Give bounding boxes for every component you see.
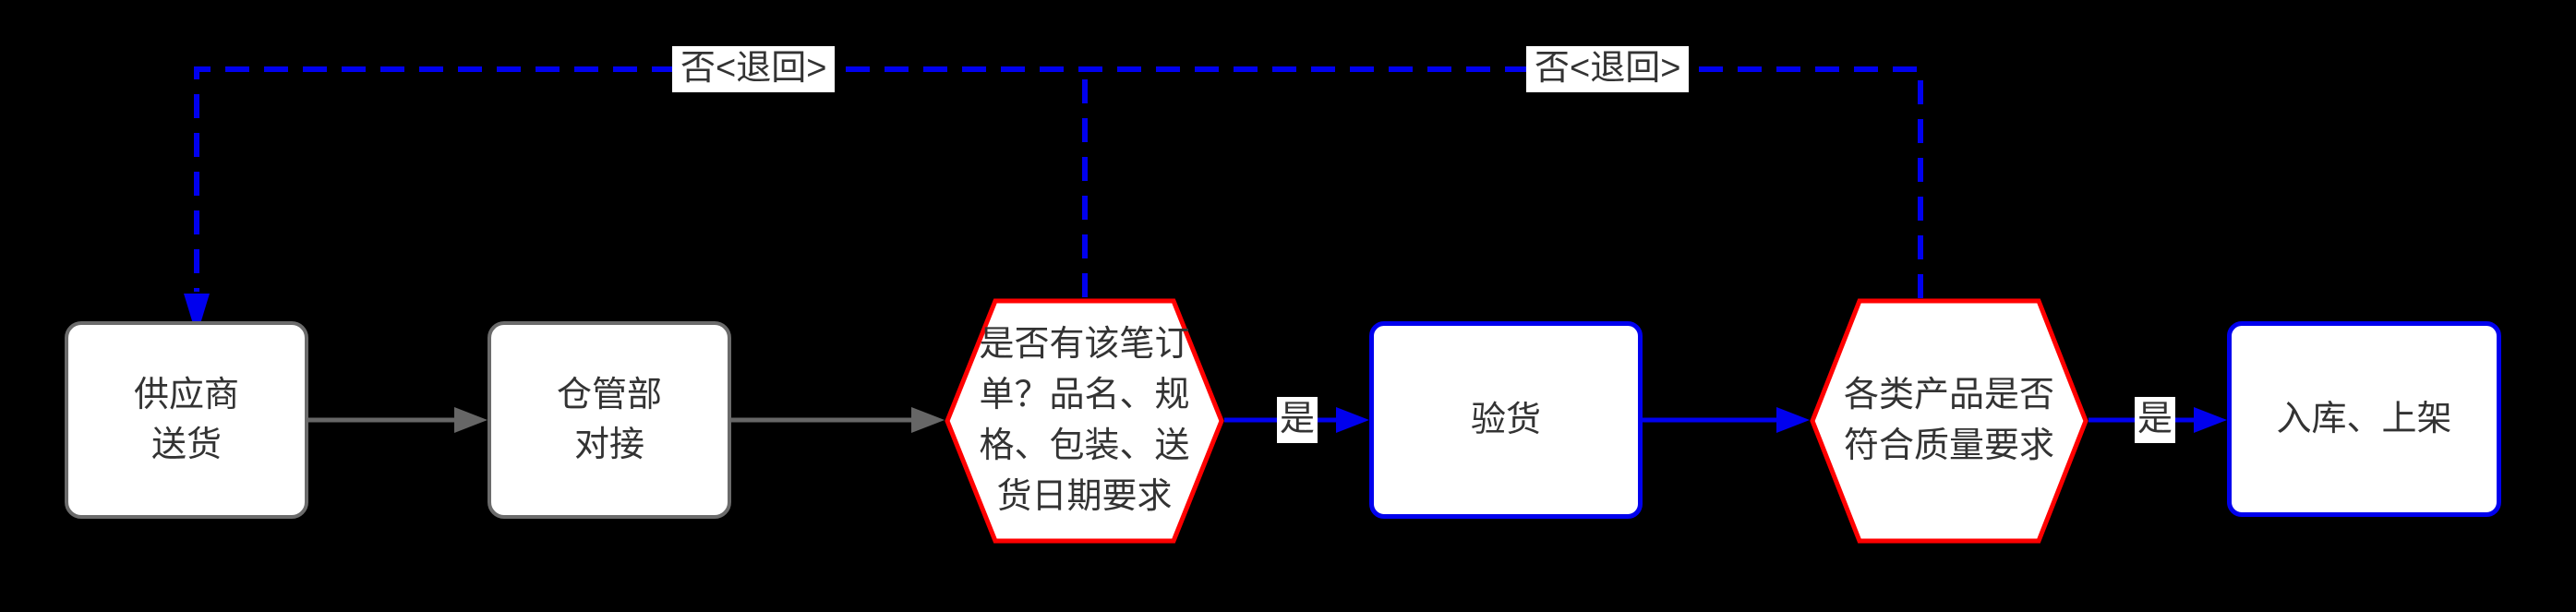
- node-label-line: 单？品名、规: [979, 376, 1190, 414]
- node-label-line: 各类产品是否: [1843, 376, 2054, 414]
- node-label-line: 仓管部: [556, 376, 662, 414]
- arrowhead-quality-check-to-shelve: [2194, 407, 2227, 433]
- hexagon-outline: [945, 298, 1224, 544]
- node-label-line: 供应商: [133, 376, 239, 414]
- edge-label-yes-2: 是: [2135, 397, 2176, 443]
- node-label: 各类产品是否 符合质量要求: [1810, 298, 2088, 544]
- arrowhead-return-to-supplier: [184, 294, 210, 336]
- arrowhead-supplier-to-warehouse: [454, 407, 488, 433]
- hexagon-shape: [945, 298, 1224, 544]
- hexagon-outline: [1810, 298, 2088, 544]
- node-label: 是否有该笔订 单？品名、规 格、包装、送 货日期要求: [945, 298, 1224, 544]
- node-order-check-decision: 是否有该笔订 单？品名、规 格、包装、送 货日期要求: [945, 298, 1224, 544]
- arrowhead-warehouse-to-order-check: [911, 407, 945, 433]
- node-label-line: 是否有该笔订: [979, 325, 1190, 364]
- node-label-line: 送货: [150, 426, 222, 464]
- edge-label-no-return-1: 否<退回>: [672, 46, 836, 92]
- node-stock-and-shelve: 入库、上架: [2227, 321, 2501, 517]
- node-warehouse-dock: 仓管部 对接: [488, 321, 731, 519]
- edge-no-return-path: [194, 66, 1923, 298]
- node-label-line: 货日期要求: [996, 477, 1173, 516]
- node-label-line: 验货: [1470, 401, 1541, 439]
- node-inspect-goods: 验货: [1369, 321, 1643, 519]
- arrowhead-inspect-to-quality-check: [1776, 407, 1810, 433]
- edge-label-yes-1: 是: [1277, 397, 1318, 443]
- hexagon-shape: [1810, 298, 2088, 544]
- node-supplier-delivery: 供应商 送货: [65, 321, 308, 519]
- edge-label-no-return-2: 否<退回>: [1526, 46, 1690, 92]
- node-label-line: 入库、上架: [2276, 400, 2452, 438]
- node-label-line: 对接: [573, 426, 644, 464]
- node-label-line: 符合质量要求: [1843, 426, 2054, 465]
- arrowhead-order-check-to-inspect: [1336, 407, 1369, 433]
- node-label-line: 格、包装、送: [979, 426, 1190, 465]
- node-quality-check-decision: 各类产品是否 符合质量要求: [1810, 298, 2088, 544]
